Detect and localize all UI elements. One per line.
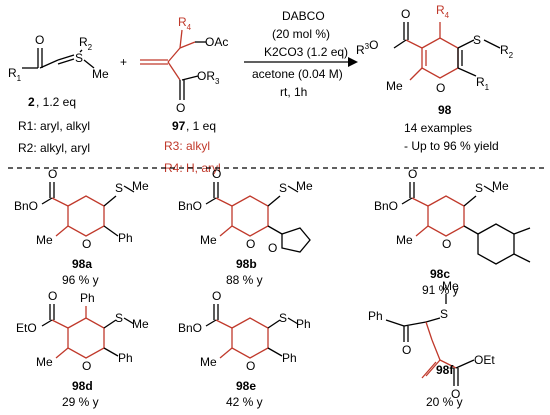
condition-time: rt, 1h [280,85,307,99]
svg-text:Me: Me [200,355,217,369]
starting-material-2: R1 O S R2 Me 2 , 1.2 eq R1: aryl, alkyl … [8,33,109,155]
svg-text:R4: R4 [178,15,192,32]
svg-text:R3O: R3O [356,38,378,57]
98d-r1: Ph [118,351,133,365]
example-98d: Ph S Me Ph O Me O EtO 98d 29 % y [16,289,149,409]
example-98b: S Me O O Me O BnO 98b 88 % y [178,167,313,287]
svg-text:O: O [246,237,255,251]
svg-text:S: S [115,181,123,195]
svg-text:S: S [279,181,287,195]
plus-sign: + [120,55,127,69]
98c-label: 98c [430,267,450,281]
svg-text:O: O [246,359,255,373]
svg-text:O: O [82,359,91,373]
98a-yield: 96 % y [62,273,99,287]
98a-label: 98a [72,257,92,271]
condition-catalyst: DABCO [282,9,325,23]
sm2-r2-scope: R2: alkyl, aryl [18,141,90,155]
98f-label: 98f [436,363,454,377]
example-98a: S Me Ph O Me O BnO 98a 96 % y [14,167,149,287]
svg-text:OR3: OR3 [197,69,220,86]
svg-text:Me: Me [386,79,403,93]
svg-text:OAc: OAc [205,35,228,49]
svg-text:O: O [402,343,411,357]
svg-text:O: O [212,167,221,181]
svg-text:Me: Me [492,179,509,193]
product-98-label: 98 [438,103,452,117]
svg-text:R4: R4 [436,3,450,20]
98a-ester: BnO [14,199,38,213]
svg-text:Me: Me [200,233,217,247]
svg-text:O: O [442,237,451,251]
98e-label: 98e [236,379,256,393]
svg-text:R1: R1 [8,66,22,83]
svg-text:Ph: Ph [296,317,311,331]
svg-text:O: O [436,81,445,95]
svg-text:S: S [279,311,287,325]
98c-yield: 91 % y [422,283,459,297]
svg-text:O: O [48,167,57,181]
condition-solvent: acetone (0.04 M) [252,67,343,81]
svg-text:O: O [401,7,410,21]
98f-ester: OEt [474,353,495,367]
product-98-structure: R4 S R2 O R1 Me O R3O 98 14 examples - U… [356,3,514,153]
svg-text:S: S [440,307,448,321]
98b-label: 98b [236,257,257,271]
svg-text:O: O [451,387,460,401]
svg-text:S: S [473,33,481,47]
reaction-arrow [244,57,358,67]
svg-text:O: O [212,289,221,303]
svg-text:O: O [35,33,44,47]
svg-text:O: O [268,241,277,255]
condition-base: K2CO3 (1.2 eq) [264,45,348,59]
example-98e: S Ph Ph O Me O BnO 98e 42 % y [178,289,311,409]
98f-yield: 20 % y [426,395,463,409]
sm2-r1-scope: R1: aryl, alkyl [18,119,90,133]
sm97-r3-scope: R3: alkyl [164,139,210,153]
svg-text:S: S [475,181,483,195]
condition-catalyst-loading: (20 mol %) [272,27,330,41]
sm97-label: 97 [172,119,186,133]
svg-text:Me: Me [442,279,459,293]
98b-ester: BnO [178,199,202,213]
svg-text:R2: R2 [79,35,93,52]
98d-yield: 29 % y [62,395,99,409]
example-98c: S Me O Me O BnO 98c 91 % y [374,167,531,297]
98b-yield: 88 % y [226,273,263,287]
98c-ester: BnO [374,199,398,213]
98f-r1: Ph [368,309,383,323]
98a-r1: Ph [118,231,133,245]
svg-text:O: O [82,237,91,251]
98e-yield: 42 % y [226,395,263,409]
98d-label: 98d [72,379,93,393]
svg-text:Me: Me [36,233,53,247]
svg-text:Me: Me [296,179,313,193]
svg-text:Me: Me [132,179,149,193]
sm2-equiv: , 1.2 eq [36,95,76,109]
svg-text:O: O [408,167,417,181]
98d-ester: EtO [16,321,37,335]
example-98f: Me S Ph O OEt O 98f 20 % y [368,279,495,409]
product-examples-count: 14 examples [404,121,472,135]
svg-text:Me: Me [396,233,413,247]
svg-text:Ph: Ph [80,291,95,305]
svg-text:Me: Me [132,317,149,331]
svg-text:O: O [48,289,57,303]
sm2-label: 2 [28,95,35,109]
svg-text:R1: R1 [476,75,490,92]
svg-text:S: S [75,51,83,65]
98e-r1: Ph [282,351,297,365]
starting-material-97: R4 OAc O OR3 97 , 1 eq R3: alkyl R4: H, … [140,15,228,175]
98e-ester: BnO [178,321,202,335]
svg-text:Me: Me [92,67,109,81]
svg-text:S: S [115,311,123,325]
svg-text:Me: Me [36,355,53,369]
sm97-equiv: , 1 eq [186,119,216,133]
svg-text:R2: R2 [500,43,514,60]
product-max-yield: - Up to 96 % yield [404,139,499,153]
svg-text:O: O [176,101,185,115]
